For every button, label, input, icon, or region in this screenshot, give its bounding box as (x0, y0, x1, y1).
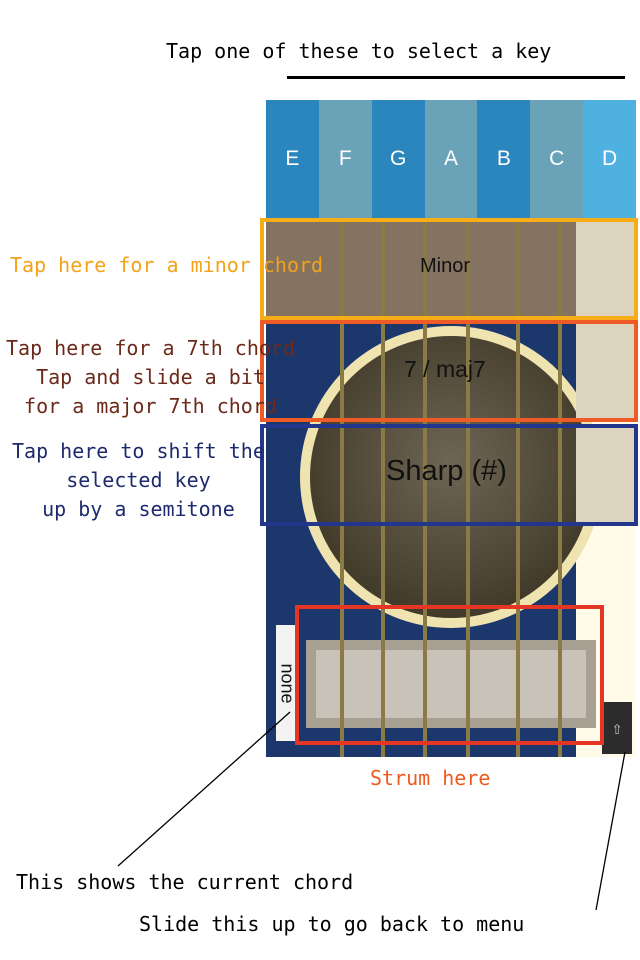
key-button-f[interactable]: F (318, 100, 372, 218)
guitar-string (381, 218, 385, 757)
chord-pointer-line (117, 711, 291, 867)
minor-label: Minor (420, 255, 471, 277)
sharp-annotation-line-3: up by a semitone (42, 497, 235, 521)
key-button-g[interactable]: G (371, 100, 425, 218)
guitar-panel: E F G A B C D Minor 7 / maj7 Sharp (#) n… (266, 100, 636, 757)
sharp-label: Sharp (#) (386, 455, 507, 487)
seventh-label: 7 / maj7 (404, 356, 486, 382)
menu-slider-handle[interactable]: ⇧ (602, 702, 632, 754)
sound-hole (310, 336, 592, 618)
strum-bridge-inner (316, 650, 586, 718)
key-button-b[interactable]: B (477, 100, 531, 218)
seventh-annotation-line-3: for a major 7th chord (24, 394, 277, 418)
seventh-band-edge (576, 320, 636, 420)
seventh-annotation: Tap here for a 7th chord Tap and slide a… (6, 334, 295, 421)
current-chord-annotation: This shows the current chord (16, 870, 354, 894)
strum-annotation: Strum here (370, 766, 491, 790)
strum-zone[interactable] (295, 605, 604, 745)
minor-chord-zone[interactable] (260, 218, 638, 320)
select-key-annotation: Tap one of these to select a key (166, 39, 552, 63)
guitar-string (423, 218, 427, 757)
guitar-string (466, 218, 470, 757)
key-selector: E F G A B C D (266, 100, 636, 218)
sharp-zone[interactable] (260, 424, 638, 526)
up-arrow-icon: ⇧ (611, 717, 623, 739)
seventh-chord-zone[interactable] (260, 320, 638, 422)
guitar-string (516, 218, 520, 757)
seventh-annotation-line-2: Tap and slide a bit (36, 365, 265, 389)
guitar-string (340, 218, 344, 757)
key-button-d[interactable]: D (583, 100, 636, 218)
key-button-e[interactable]: E (266, 100, 319, 218)
minor-band-bg (266, 218, 576, 318)
key-button-a[interactable]: A (424, 100, 478, 218)
key-button-c[interactable]: C (530, 100, 584, 218)
back-menu-annotation: Slide this up to go back to menu (139, 912, 525, 936)
select-key-underline (287, 76, 625, 79)
guitar-string (558, 218, 562, 757)
sharp-band-edge (576, 425, 636, 525)
sharp-annotation: Tap here to shift the selected key up by… (12, 437, 265, 524)
minor-band-edge (576, 218, 636, 318)
sharp-annotation-line-1: Tap here to shift the (12, 439, 265, 463)
minor-annotation: Tap here for a minor chord (10, 253, 324, 277)
current-chord-display: none (276, 625, 298, 741)
menu-pointer-line (595, 751, 626, 911)
seventh-annotation-line-1: Tap here for a 7th chord (6, 336, 295, 360)
sharp-annotation-line-2: selected key (66, 468, 211, 492)
